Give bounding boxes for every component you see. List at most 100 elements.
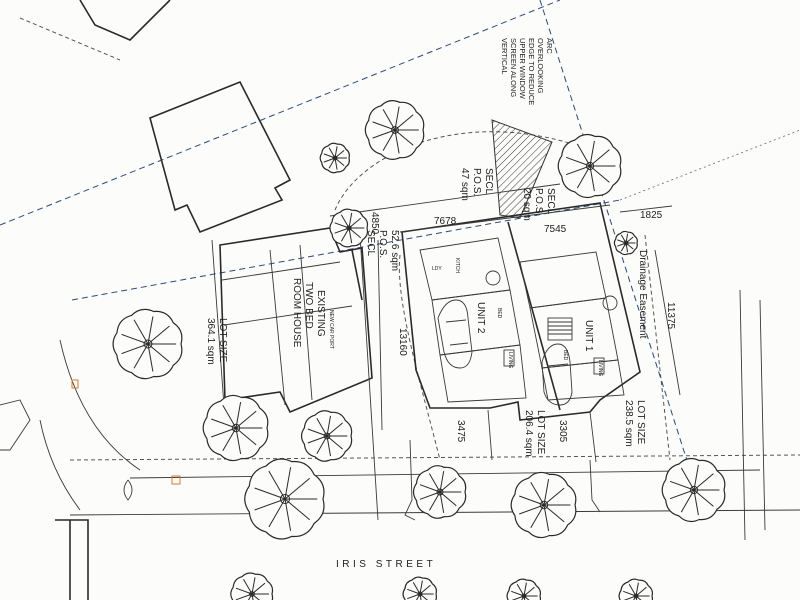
screen-hatched-area	[491, 119, 553, 219]
unit1-table	[602, 295, 618, 311]
lot-unit1-line-2: 238.5 sqm	[623, 400, 634, 447]
neighbour-building-north	[79, 0, 171, 41]
existing-house-line-a	[221, 261, 341, 281]
existing-house-label: EXISTING TWO BED ROOM HOUSE	[291, 278, 326, 348]
screen-note-line-6: ARC	[545, 38, 554, 54]
tree-symbol	[506, 578, 542, 600]
tree-symbol	[557, 133, 622, 199]
existing-house-line-3: ROOM HOUSE	[291, 278, 302, 348]
screen-note-line-5: OVERLOOKING	[536, 38, 545, 94]
drainage-easement-label: Drainage Easement	[637, 250, 648, 339]
dimension-13160: 13160	[397, 328, 408, 356]
unit1-stairs	[547, 317, 573, 341]
drainage-easement-line	[644, 234, 671, 461]
lot-existing-label: LOT SIZE 364.1 sqm	[205, 318, 228, 365]
crossover-west	[404, 439, 416, 521]
pos-west-line-3: 47 sqm	[459, 168, 470, 201]
dimension-line-7545	[399, 204, 611, 233]
lot-unit2-label: LOT SIZE 206.4 sqm	[523, 410, 546, 457]
lot-divider-unit1	[589, 411, 597, 463]
boundary-line-diagonal	[71, 199, 621, 301]
neighbour-building-west	[149, 80, 292, 234]
tree-symbol	[661, 457, 726, 523]
existing-house-line-c	[269, 249, 286, 406]
tree-symbol	[402, 576, 438, 600]
tree-symbol	[618, 578, 654, 600]
boundary-line-north	[0, 0, 561, 226]
corner-curve-2	[39, 419, 81, 511]
tree-symbol	[364, 99, 425, 161]
screen-note-line-3: UPPER WINDOW	[518, 38, 527, 100]
tree-symbol	[329, 208, 369, 248]
east-boundary-2	[759, 299, 766, 531]
room-tag-ldy: LDY	[432, 266, 442, 272]
dimension-7545: 7545	[544, 224, 567, 235]
unit-1-label: UNIT 1	[583, 320, 594, 352]
room-tag-kitch: KITCH	[454, 258, 460, 273]
unit2-car	[437, 299, 473, 369]
pos-east-line-1: SECL	[545, 188, 556, 215]
marker-orange-2	[171, 475, 181, 485]
pos-existing-line-3: 52.6 sqm	[389, 230, 400, 271]
pos-existing-label: SECL P.O.S. 52.6 sqm	[365, 230, 400, 271]
tree-symbol	[300, 410, 353, 462]
pos-east-label: SECL P.O.S. 20 sqm	[521, 188, 556, 221]
pos-west-line-2: P.O.S.	[471, 168, 482, 196]
street-boundary-line	[69, 454, 800, 461]
tree-symbol	[244, 458, 325, 540]
screen-note-line-2: SCREEN ALONG	[509, 38, 518, 97]
room-tag-living-2: LIVING	[597, 360, 603, 377]
pit-marker	[123, 479, 133, 501]
units-outline	[401, 202, 641, 421]
lot-existing-line-1: LOT SIZE	[217, 318, 228, 363]
existing-house-line-d	[299, 244, 313, 401]
existing-house-line-2: TWO BED	[303, 282, 314, 329]
tree-symbol	[319, 142, 350, 174]
lot-boundary-west	[211, 239, 226, 421]
lot-boundary-mid	[359, 234, 379, 521]
screen-note: VERTICAL SCREEN ALONG UPPER WINDOW EDGE …	[500, 38, 554, 105]
room-tag-bed-2: BED	[562, 350, 568, 361]
driveway-curve	[398, 254, 441, 461]
dimension-4850: 4850	[369, 212, 380, 235]
pos-existing-line-2: P.O.S.	[377, 230, 388, 258]
corner-curve	[59, 339, 141, 471]
unit2-fixture	[503, 349, 515, 367]
lot-divider-unit2	[487, 409, 493, 461]
dimension-3475: 3475	[455, 420, 466, 443]
lot-unit1-label: LOT SIZE 238.5 sqm	[623, 400, 646, 447]
dimension-3305: 3305	[557, 420, 568, 443]
unit2-table	[485, 270, 501, 286]
east-boundary	[739, 289, 746, 541]
west-wall-2	[55, 519, 89, 600]
room-tag-bed-1: BED	[496, 308, 502, 319]
crossover-east	[589, 459, 601, 513]
lot-unit1-line-1: LOT SIZE	[635, 400, 646, 445]
existing-house-line-b	[223, 305, 353, 326]
tree-symbol	[412, 465, 467, 519]
unit1-living-zone	[541, 359, 625, 401]
dimension-line-11375	[654, 249, 681, 396]
screen-note-line-4: EDGE TO REDUCE	[527, 38, 536, 105]
tree-symbol	[230, 572, 274, 600]
dimension-line-7678	[329, 183, 561, 217]
street-name: IRIS STREET	[336, 559, 436, 570]
lot-unit2-line-1: LOT SIZE	[535, 410, 546, 455]
tree-symbol	[202, 394, 269, 462]
dimension-1825: 1825	[640, 210, 663, 221]
west-outline	[0, 399, 31, 451]
new-carport-label: NEW CAR PORT	[328, 310, 334, 349]
screen-note-line-1: VERTICAL	[500, 38, 509, 75]
pos-east-line-2: P.O.S.	[533, 188, 544, 216]
unit1-fixture	[593, 357, 605, 375]
pos-existing-line-1: SECL	[365, 230, 376, 257]
pos-east-line-3: 20 sqm	[521, 188, 532, 221]
unit2-living-zone	[439, 344, 527, 403]
tree-symbol	[510, 471, 577, 539]
boundary-line-east	[539, 0, 691, 471]
tree-symbol	[112, 308, 183, 380]
party-wall	[507, 221, 561, 411]
boundary-line-ext	[619, 129, 800, 201]
